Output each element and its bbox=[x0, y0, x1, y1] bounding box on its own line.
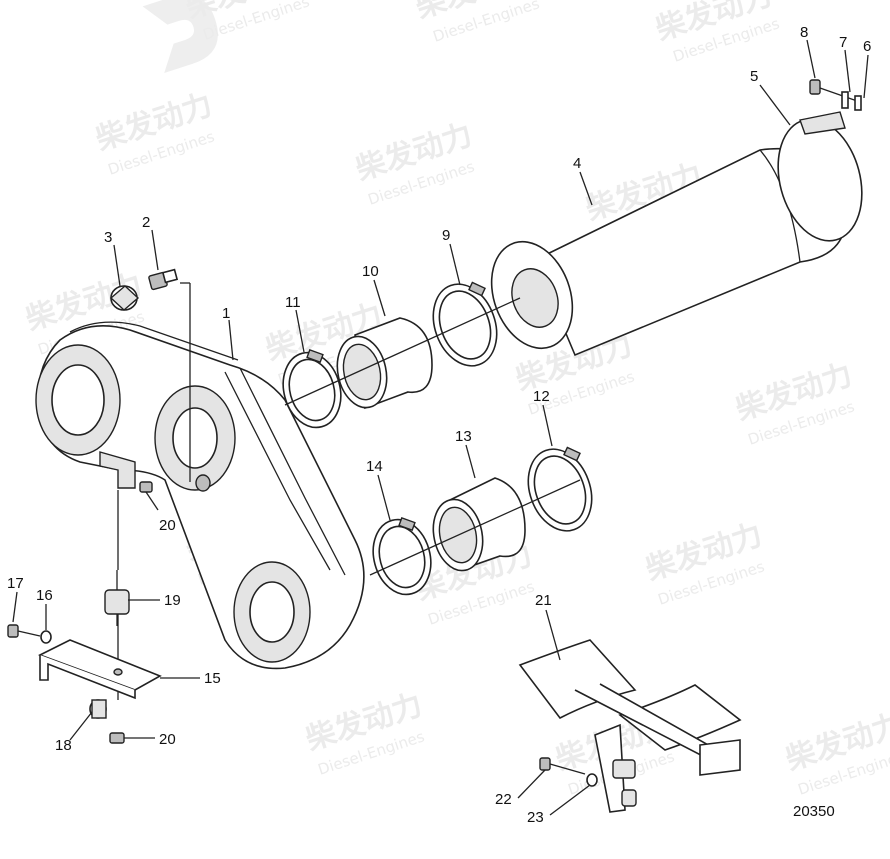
part-2-sensor bbox=[148, 268, 179, 291]
part-20-nut-lower bbox=[109, 732, 125, 744]
callout-23: 23 bbox=[527, 809, 544, 826]
part-23-washer bbox=[586, 773, 598, 787]
callout-21: 21 bbox=[535, 592, 552, 609]
part-21-saddle-support bbox=[518, 639, 742, 813]
callout-labels: 1 2 3 4 5 6 7 8 9 10 11 12 13 14 15 16 1… bbox=[7, 24, 871, 826]
callout-7: 7 bbox=[839, 34, 847, 51]
callout-8: 8 bbox=[800, 24, 808, 41]
callout-19: 19 bbox=[164, 592, 181, 609]
callout-14: 14 bbox=[366, 458, 383, 475]
callout-20-lower: 20 bbox=[159, 731, 176, 748]
part-9-hose-clamp bbox=[432, 281, 498, 367]
callout-3: 3 bbox=[104, 229, 112, 246]
drawing-number: 20350 bbox=[793, 803, 835, 820]
part-17-bolt bbox=[7, 624, 41, 638]
callout-10: 10 bbox=[362, 263, 379, 280]
part-14-hose-clamp bbox=[372, 516, 432, 596]
callout-22: 22 bbox=[495, 791, 512, 808]
housing-bracket bbox=[99, 451, 136, 489]
part-19-rubber-mount bbox=[104, 570, 130, 626]
part-10-rubber-hose bbox=[336, 317, 433, 410]
callout-2: 2 bbox=[142, 214, 150, 231]
callout-11: 11 bbox=[285, 294, 301, 311]
callout-6: 6 bbox=[863, 38, 871, 55]
part-15-bracket bbox=[37, 639, 162, 700]
part-18-sleeve bbox=[89, 699, 107, 719]
callout-12: 12 bbox=[533, 388, 550, 405]
part-20-nut-upper bbox=[139, 481, 153, 493]
leader-lines bbox=[12, 39, 869, 816]
callout-16: 16 bbox=[36, 587, 53, 604]
callout-18: 18 bbox=[55, 737, 72, 754]
part-5-clamp bbox=[777, 111, 863, 242]
part-16-washer bbox=[40, 630, 52, 644]
callout-5: 5 bbox=[750, 68, 758, 85]
part-3-cap bbox=[109, 285, 140, 311]
callout-17: 17 bbox=[7, 575, 24, 592]
watermark-logo bbox=[142, 0, 218, 73]
part-12-hose-clamp bbox=[527, 446, 593, 532]
callout-13: 13 bbox=[455, 428, 472, 445]
callout-9: 9 bbox=[442, 227, 450, 244]
callout-1: 1 bbox=[222, 305, 230, 322]
part-1-intake-housing bbox=[35, 321, 365, 670]
parts-6-7-8-fasteners bbox=[809, 79, 862, 111]
part-11-hose-clamp bbox=[282, 348, 342, 429]
callout-4: 4 bbox=[573, 155, 581, 172]
callout-15: 15 bbox=[204, 670, 221, 687]
callout-20-upper: 20 bbox=[159, 517, 176, 534]
